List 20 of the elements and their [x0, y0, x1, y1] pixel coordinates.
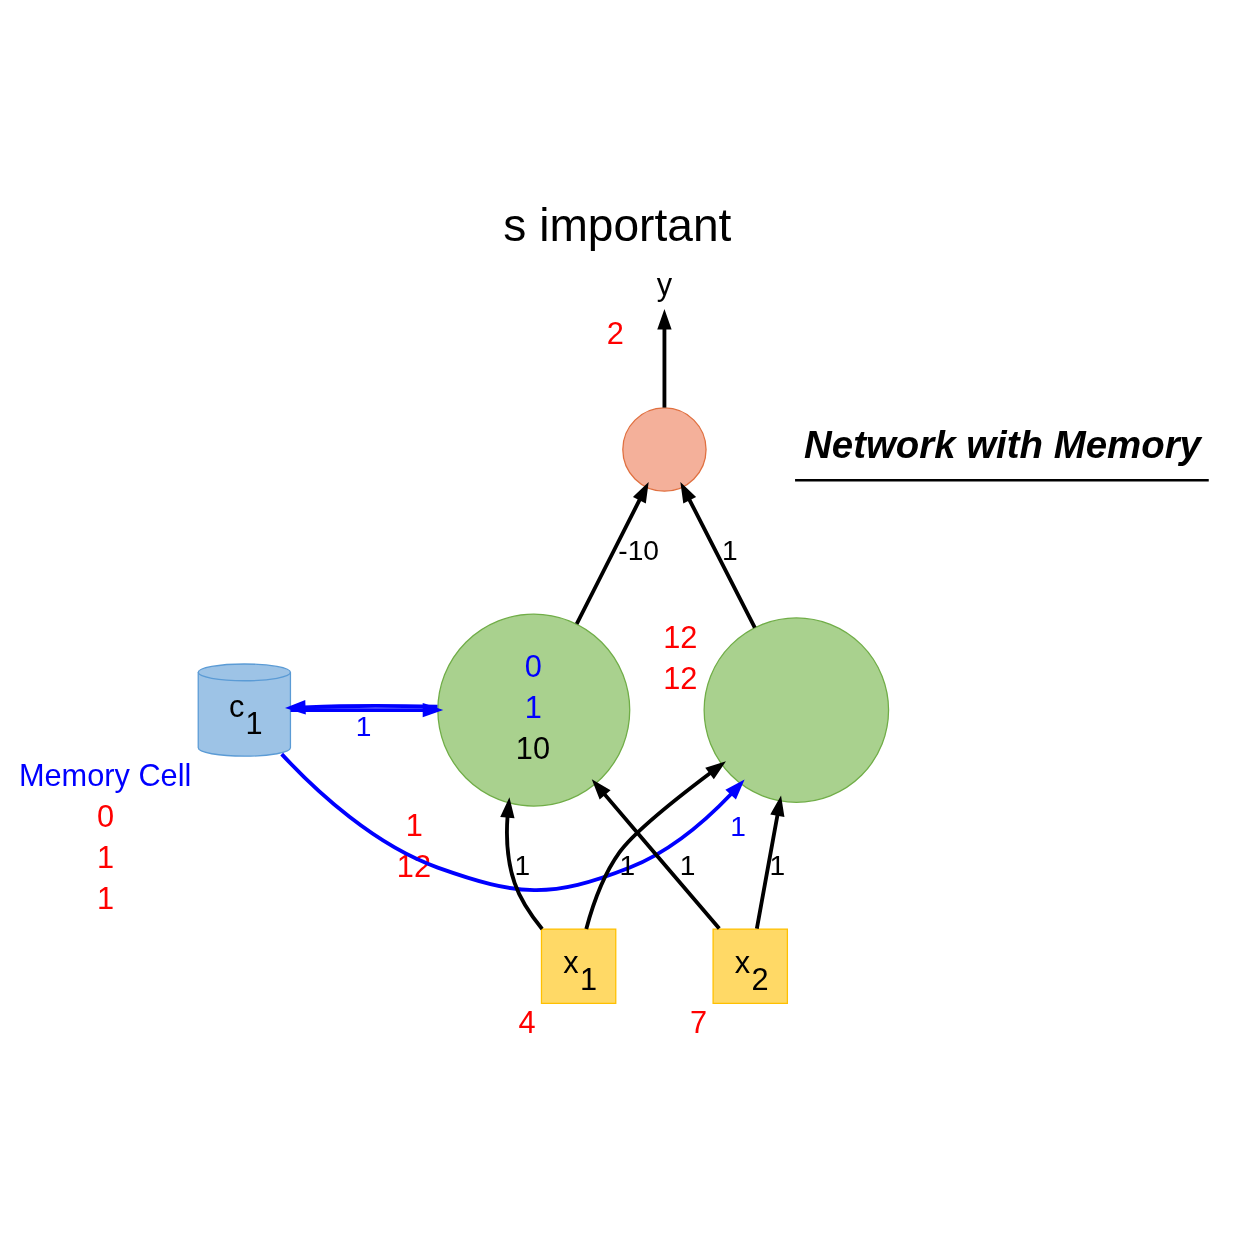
node-label: 4 [518, 1004, 536, 1040]
edge-label: -10 [618, 533, 660, 566]
node-label: 1 [97, 880, 115, 916]
node-label: 12 [663, 619, 698, 655]
node-label: 1 [97, 839, 115, 875]
edge-label: 1 [722, 533, 738, 566]
node-label: 7 [690, 1004, 708, 1040]
edge-label: 1 [730, 809, 746, 842]
diagram-title: s important [503, 198, 732, 251]
node-label: 2 [606, 315, 624, 351]
node-label: 12 [663, 660, 698, 696]
node-label: 1 [405, 807, 423, 843]
label: Network with Memory [804, 422, 1201, 466]
edge-label: 1 [769, 848, 786, 881]
edge-label: 1 [355, 709, 372, 742]
edge-label: 1 [514, 848, 531, 881]
edge-label: 1 [679, 848, 696, 881]
node-text: y [656, 266, 673, 302]
node-label: Memory Cell [18, 757, 192, 793]
node-label: 0 [97, 798, 115, 834]
